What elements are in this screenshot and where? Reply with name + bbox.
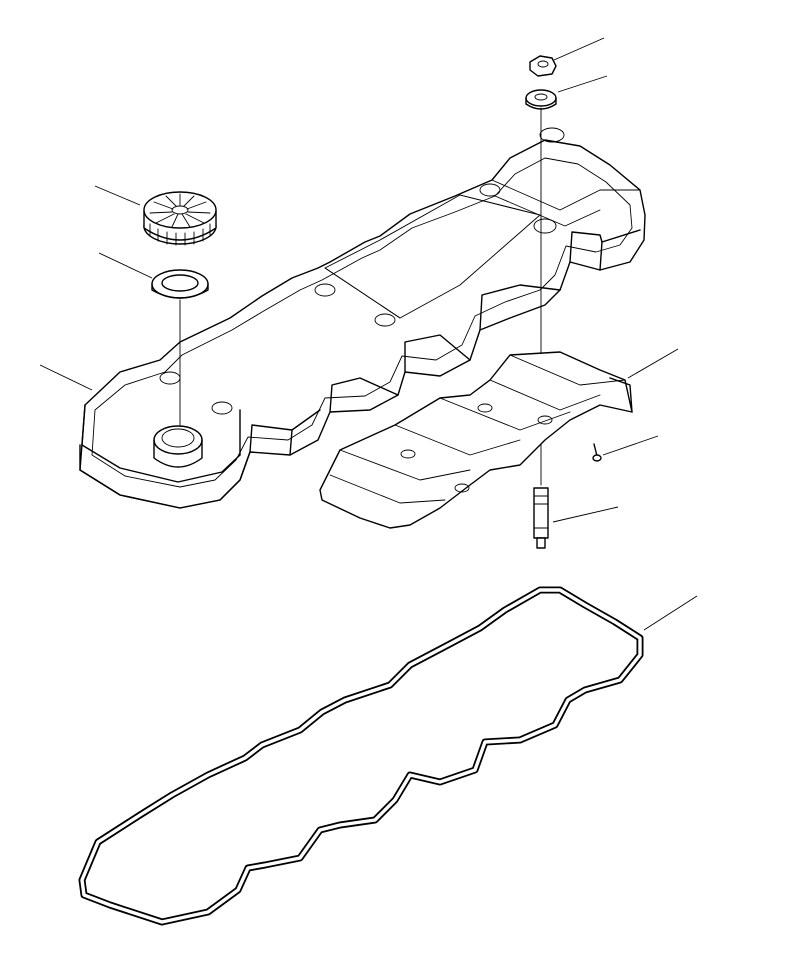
leader-cover-stud <box>552 506 619 523</box>
cap-seal-ring <box>151 269 209 299</box>
leader-baffle-plate <box>627 348 679 379</box>
baffle-screw <box>592 443 602 462</box>
leader-nut-grommet <box>557 75 608 93</box>
leader-cap-seal-ring <box>98 252 153 279</box>
leader-oil-filler-cap <box>94 185 141 206</box>
leader-baffle-screw <box>602 435 659 456</box>
leader-rocker-cover <box>39 364 93 391</box>
leader-cover-nut <box>553 37 605 61</box>
leader-cover-gasket <box>643 595 698 631</box>
oil-filler-cap <box>143 191 217 246</box>
nut-grommet <box>525 89 557 110</box>
leader-lines <box>39 37 698 631</box>
cover-nut <box>529 55 557 77</box>
baffle-plate <box>319 351 633 529</box>
cover-stud <box>533 487 549 549</box>
rocker-cover <box>79 127 646 509</box>
cover-gasket <box>78 586 644 926</box>
